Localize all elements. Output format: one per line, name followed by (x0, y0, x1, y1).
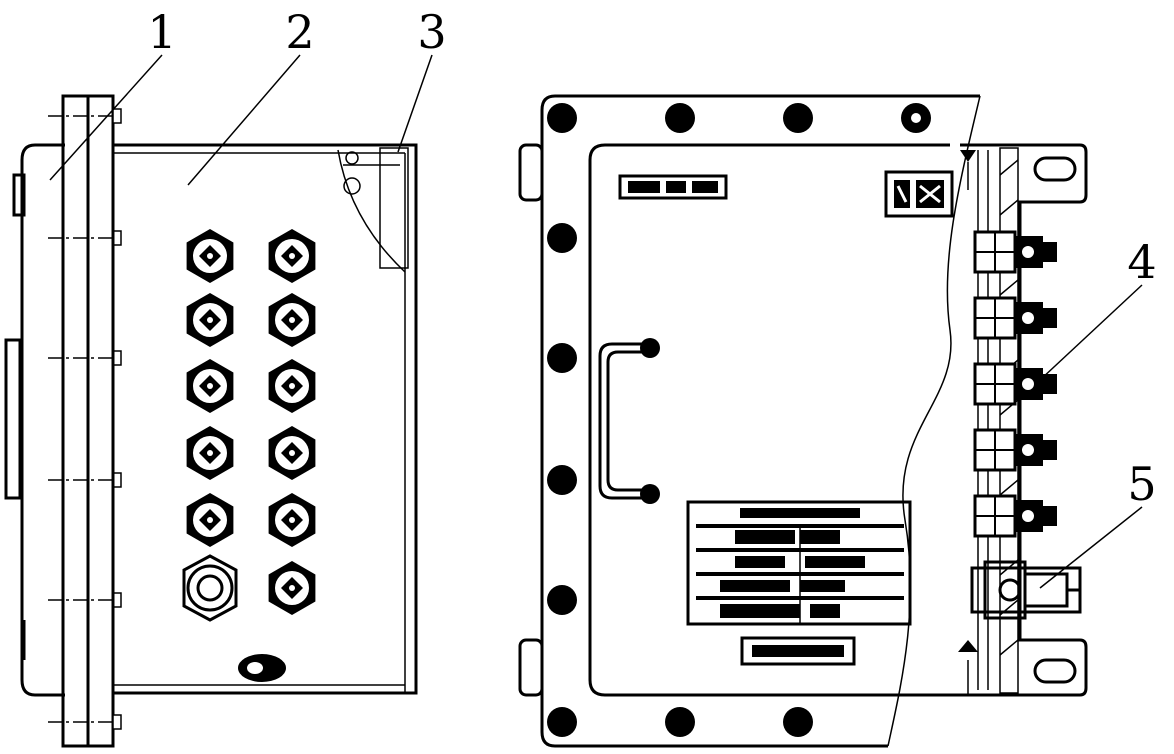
marking-label (618, 174, 728, 200)
flange-bolt-lines (48, 108, 122, 730)
cable-gland-icon (186, 426, 234, 480)
cable-gland-icon (268, 426, 316, 480)
bolt-icon (547, 707, 577, 737)
cable-gland-icon (186, 293, 234, 347)
bolt-icon (665, 103, 695, 133)
leader-5 (1039, 506, 1143, 589)
leader-1 (49, 54, 163, 181)
cover-inner-frame (588, 143, 950, 697)
cover-outline-front (540, 94, 980, 748)
mount-ear-left-top (518, 143, 544, 202)
mount-ear-left-bottom (518, 638, 544, 697)
cutaway-screw-icon (343, 177, 361, 195)
perimeter-bolts (547, 103, 931, 737)
callouts: 1 2 3 4 5 (49, 5, 1157, 589)
cutaway-curve (337, 149, 406, 273)
bolt-center-mark (911, 113, 921, 123)
bolt-icon (547, 103, 577, 133)
leader-2 (187, 54, 301, 186)
ex-mark-icon (884, 170, 954, 218)
bolt-icon (547, 223, 577, 253)
break-line (887, 95, 981, 747)
bolt-head (112, 108, 122, 124)
cable-gland-icon (186, 359, 234, 413)
bolt-icon (783, 707, 813, 737)
terminal-block (973, 296, 1057, 340)
bolt-icon (783, 103, 813, 133)
cutaway-terminal (379, 147, 409, 269)
callout-5: 5 (1127, 457, 1156, 511)
leader-3 (397, 54, 433, 153)
bolt-icon (547, 465, 577, 495)
cover-hinge (4, 338, 22, 500)
callout-1: 1 (147, 5, 176, 59)
cutaway-screw-icon-2 (345, 151, 359, 165)
cable-gland-icon (268, 359, 316, 413)
warning-label (740, 636, 856, 666)
bolt-icon (547, 343, 577, 373)
large-cable-gland (182, 554, 238, 622)
terminal-blocks (973, 230, 1057, 538)
cable-gland-icon (268, 493, 316, 547)
right-view (518, 94, 1088, 748)
ground-terminal (970, 560, 1082, 620)
cable-gland-icon (268, 293, 316, 347)
callout-4: 4 (1127, 235, 1156, 289)
cover-outline (20, 143, 65, 697)
terminal-block (973, 428, 1057, 472)
bolt-icon (547, 585, 577, 615)
cable-gland-icon (186, 229, 234, 283)
grounding-lug-icon (238, 654, 286, 682)
mount-slot-bottom (1033, 658, 1077, 684)
cable-gland-icon (186, 493, 234, 547)
cable-gland-icon (268, 561, 316, 615)
cover-tab-top (12, 173, 26, 217)
callout-2: 2 (285, 5, 314, 59)
cable-glands (186, 229, 316, 615)
terminal-block (973, 362, 1057, 406)
callout-3: 3 (417, 5, 446, 59)
nameplate (686, 500, 912, 626)
terminal-block (973, 230, 1057, 274)
bolt-head (112, 714, 122, 730)
box-body (111, 143, 418, 695)
leader-4 (1039, 284, 1143, 381)
ground-symbol-icon (958, 150, 978, 695)
mount-slot-top (1033, 156, 1077, 182)
bolt-icon (665, 707, 695, 737)
cable-gland-icon (268, 229, 316, 283)
left-view (4, 94, 418, 748)
handle (598, 338, 660, 504)
terminal-block (973, 494, 1057, 538)
box-body-cutaway (905, 143, 1088, 697)
